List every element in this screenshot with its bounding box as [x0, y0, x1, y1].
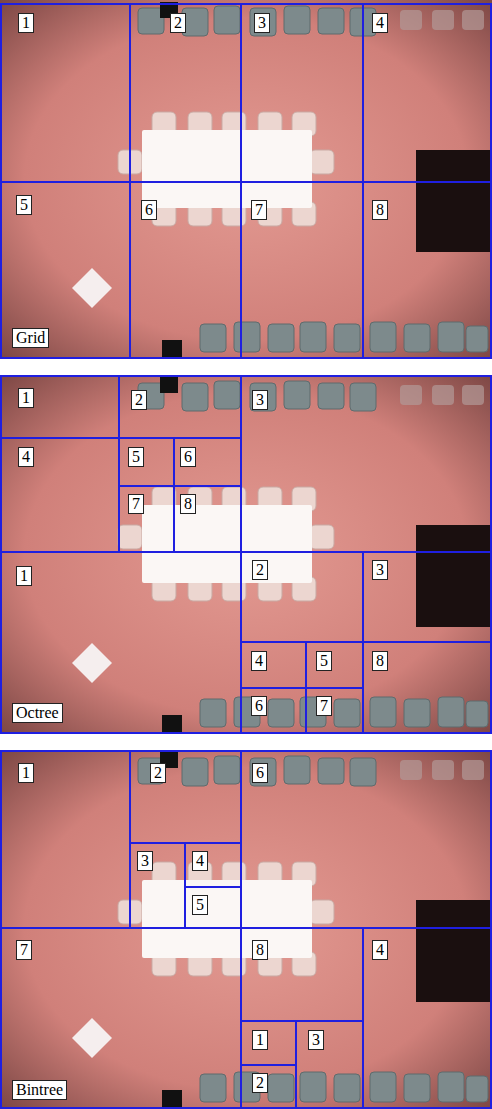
- callout-number: 2: [174, 14, 182, 31]
- callout-number: 6: [184, 448, 192, 465]
- callout-box: 6: [180, 447, 196, 467]
- callout-number: 8: [184, 495, 192, 512]
- callout-box: 6: [251, 696, 267, 716]
- callout-box: 2: [170, 13, 186, 33]
- callout-number: 4: [376, 941, 384, 958]
- callout-number: 8: [256, 941, 264, 958]
- callout-box: 5: [128, 447, 144, 467]
- callout-box: 4: [372, 13, 388, 33]
- callout-number: 4: [376, 14, 384, 31]
- callout-box: 7: [251, 200, 267, 220]
- callout-number: 1: [256, 1031, 264, 1048]
- callout-number: 2: [135, 391, 143, 408]
- callout-number: 8: [376, 652, 384, 669]
- callout-box: 4: [18, 447, 34, 467]
- callout-box: 6: [252, 763, 268, 783]
- callout-box: 4: [251, 651, 267, 671]
- callout-number: 2: [256, 561, 264, 578]
- callout-number: 3: [256, 391, 264, 408]
- callout-number: 8: [376, 201, 384, 218]
- callout-number: 2: [154, 764, 162, 781]
- callout-box: Octree: [12, 703, 63, 723]
- callout-number: 4: [255, 652, 263, 669]
- callout-box: 4: [192, 851, 208, 871]
- callout-box: 7: [316, 696, 332, 716]
- callout-number: 2: [256, 1074, 264, 1091]
- callout-number: Grid: [16, 329, 45, 346]
- callout-box: 8: [252, 940, 268, 960]
- callout-number: Octree: [16, 704, 59, 721]
- callout-box: 2: [131, 390, 147, 410]
- callout-box: 1: [16, 566, 32, 586]
- callout-box: 2: [252, 1073, 268, 1093]
- callout-box: 3: [252, 390, 268, 410]
- callout-number: 5: [20, 196, 28, 213]
- callout-box: 3: [372, 560, 388, 580]
- callout-number: 5: [196, 896, 204, 913]
- callout-number: 3: [258, 14, 266, 31]
- callout-number: 5: [132, 448, 140, 465]
- callout-number: 7: [20, 941, 28, 958]
- callout-box: 8: [372, 651, 388, 671]
- callout-box: 4: [372, 940, 388, 960]
- callout-box: 7: [16, 940, 32, 960]
- callout-number: 4: [22, 448, 30, 465]
- callout-number: 3: [376, 561, 384, 578]
- callout-box: 8: [180, 494, 196, 514]
- callout-box: 5: [316, 651, 332, 671]
- callout-box: 3: [137, 851, 153, 871]
- callout-box: 6: [141, 200, 157, 220]
- callout-box: 3: [254, 13, 270, 33]
- callout-box: 1: [18, 13, 34, 33]
- callout-number: 4: [196, 852, 204, 869]
- callout-number: 1: [22, 764, 30, 781]
- callout-number: 6: [145, 201, 153, 218]
- callout-box: 2: [252, 560, 268, 580]
- callout-number: 1: [22, 389, 30, 406]
- callout-number: Bintree: [16, 1081, 63, 1098]
- callout-box: 8: [372, 200, 388, 220]
- callout-box: Bintree: [12, 1080, 67, 1100]
- callout-box: 1: [18, 763, 34, 783]
- callout-box: Grid: [12, 328, 49, 348]
- callout-box: 5: [192, 895, 208, 915]
- callout-box: 7: [128, 494, 144, 514]
- callout-number: 6: [255, 697, 263, 714]
- callout-box: 5: [16, 195, 32, 215]
- callout-number: 5: [320, 652, 328, 669]
- callout-number: 7: [255, 201, 263, 218]
- callout-number: 7: [132, 495, 140, 512]
- partition-lines: [1, 4, 491, 1108]
- callout-box: 1: [18, 388, 34, 408]
- callout-box: 3: [308, 1030, 324, 1050]
- callout-number: 1: [22, 14, 30, 31]
- callout-number: 3: [141, 852, 149, 869]
- callout-number: 6: [256, 764, 264, 781]
- callout-number: 3: [312, 1031, 320, 1048]
- callout-number: 1: [20, 567, 28, 584]
- callout-number: 7: [320, 697, 328, 714]
- callout-box: 1: [252, 1030, 268, 1050]
- callout-box: 2: [150, 763, 166, 783]
